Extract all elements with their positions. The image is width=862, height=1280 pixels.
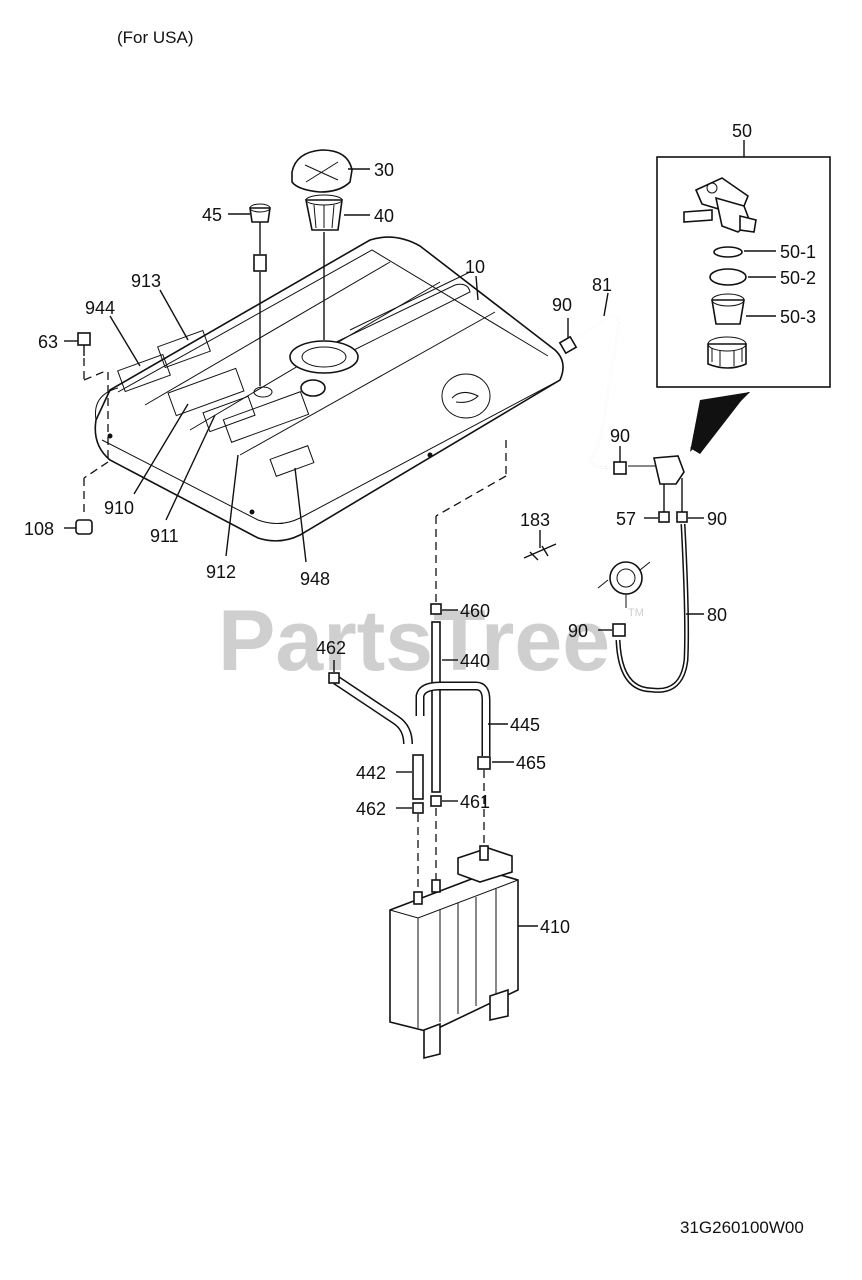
callout-57: 57 [616,509,636,529]
hose-445-part [415,681,491,756]
callout-90-valve: 90 [610,426,630,446]
callout-461: 461 [460,792,490,812]
callout-30: 30 [374,160,394,180]
callout-460: 460 [460,601,490,621]
callout-462-top: 462 [316,638,346,658]
fuel-valve-part [628,455,688,523]
tube-440-part [431,621,441,793]
callout-90-top: 90 [552,295,572,315]
fuel-pump-part [597,561,651,608]
callout-911: 911 [150,526,179,546]
callout-440: 440 [460,651,490,671]
callout-442: 442 [356,763,386,783]
charcoal-canister-part [389,845,519,1060]
callout-948: 948 [300,569,330,589]
watermark-tm: TM [628,607,644,619]
callout-63: 63 [38,332,58,352]
callout-50-1: 50-1 [780,242,816,262]
callout-944: 944 [85,298,115,318]
callout-462-bottom: 462 [356,799,386,819]
drawing-code: 31G260100W00 [680,1218,804,1237]
clip-part [523,543,557,561]
fuel-valve-assembly-part [683,177,757,233]
callout-910: 910 [104,498,134,518]
callout-10: 10 [465,257,485,277]
watermark: PartsTree [218,593,610,689]
callout-465: 465 [516,753,546,773]
washer-50-1-part [713,246,743,258]
callout-445: 445 [510,715,540,735]
grommet-108-part [75,519,93,535]
bolt-part [77,332,91,356]
nut-part [707,336,747,369]
callout-108: 108 [24,519,54,539]
callout-410: 410 [540,917,570,937]
callout-40: 40 [374,206,394,226]
cup-50-3-part [711,293,745,325]
callout-90-pump: 90 [568,621,588,641]
fuel-strainer-part [305,194,343,231]
callout-183: 183 [520,510,550,530]
callout-913: 913 [131,271,161,291]
gasket-50-2-part [709,268,747,286]
grommet-part [249,203,271,223]
callout-50-2: 50-2 [780,268,816,288]
header-note: (For USA) [117,28,194,47]
tube-442-part [412,754,424,800]
callout-912: 912 [206,562,236,582]
callout-80: 80 [707,605,727,625]
fuel-tank-part [94,236,564,542]
callout-45: 45 [202,205,222,225]
callout-50: 50 [732,121,752,141]
callout-90-right: 90 [707,509,727,529]
fuel-cap-part [291,149,353,193]
callout-81: 81 [592,275,612,295]
callout-50-3: 50-3 [780,307,816,327]
